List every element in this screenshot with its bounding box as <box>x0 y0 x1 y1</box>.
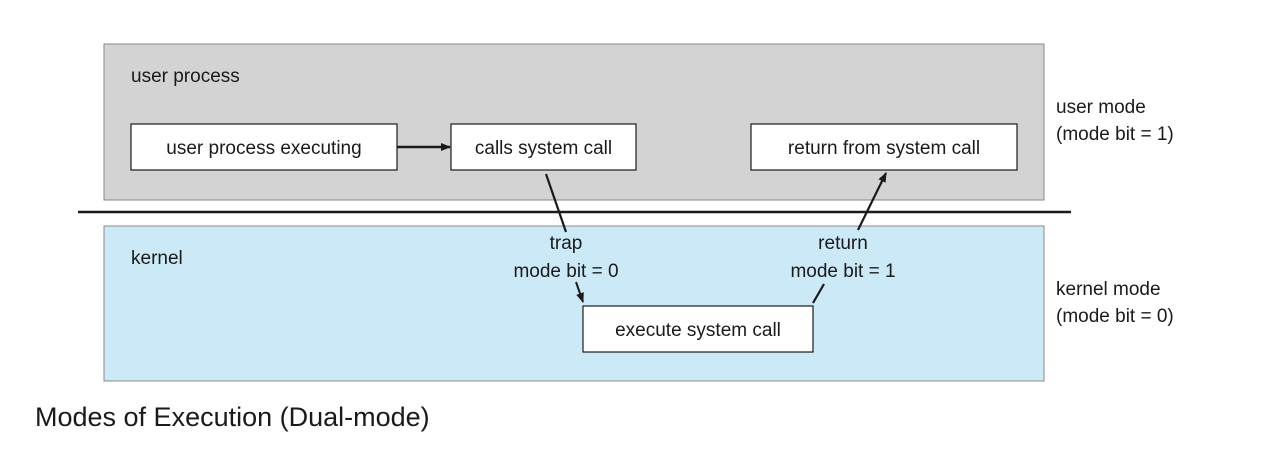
kernel-mode-bit-label: (mode bit = 0) <box>1056 306 1174 327</box>
kernel-mode-label: kernel mode <box>1056 279 1161 300</box>
trap-mode-bit-label: mode bit = 0 <box>513 261 618 282</box>
return-label: return <box>818 233 868 254</box>
dual-mode-diagram: user process kernel user process executi… <box>78 43 1174 382</box>
execute-system-call-label: execute system call <box>615 320 781 341</box>
calls-system-call-label: calls system call <box>475 138 612 159</box>
user-mode-label: user mode <box>1056 97 1146 118</box>
calls-system-call-box: calls system call <box>450 123 637 171</box>
kernel-label: kernel <box>131 248 183 269</box>
user-process-label: user process <box>131 66 240 87</box>
return-arrow <box>857 172 887 231</box>
trap-line <box>544 173 568 233</box>
user-process-region <box>103 43 1045 201</box>
user-process-executing-label: user process executing <box>166 138 361 159</box>
user-mode-bit-label: (mode bit = 1) <box>1056 124 1174 145</box>
trap-arrow <box>575 281 584 303</box>
diagram-caption: Modes of Execution (Dual-mode) <box>35 402 430 432</box>
kernel-region <box>103 225 1045 382</box>
trap-label: trap <box>550 233 583 254</box>
return-line-lower <box>812 283 825 304</box>
return-from-system-call-box: return from system call <box>750 123 1018 171</box>
return-mode-bit-label: mode bit = 1 <box>790 261 895 282</box>
execute-system-call-box: execute system call <box>582 305 814 353</box>
user-process-executing-box: user process executing <box>130 123 398 171</box>
return-from-system-call-label: return from system call <box>788 138 980 159</box>
